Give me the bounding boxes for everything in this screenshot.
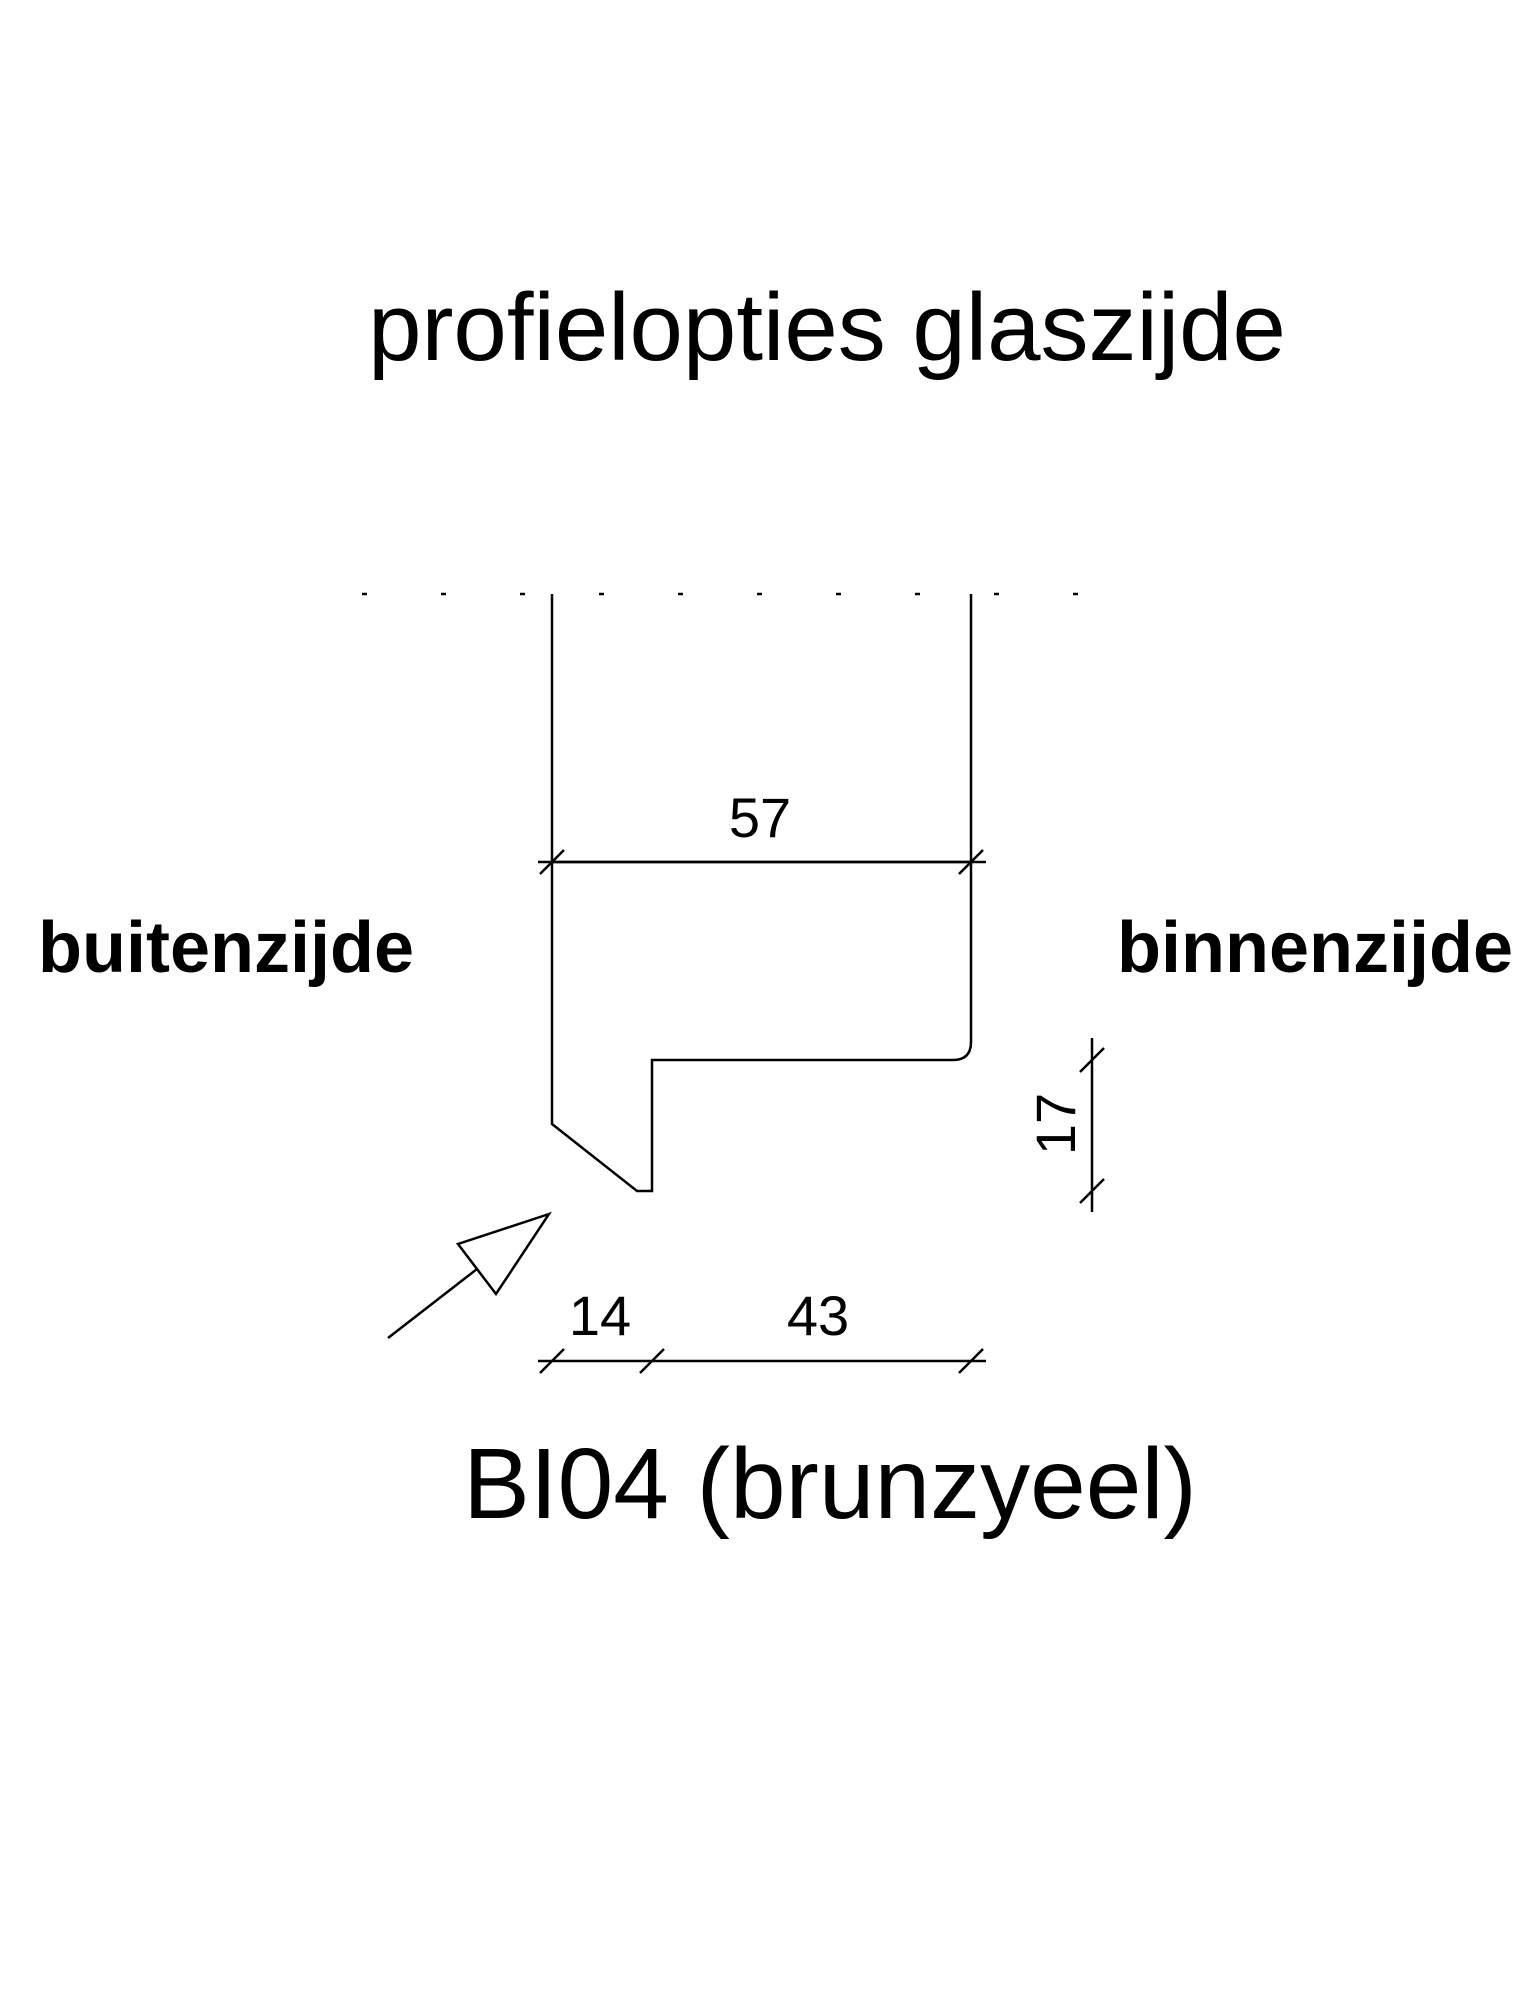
dimension-57-tick-right <box>958 849 984 875</box>
dimension-57-group <box>538 849 986 875</box>
dimension-text-43: 43 <box>786 1284 850 1347</box>
dimension-bottom-tick-middle <box>639 1348 665 1374</box>
dimension-text-57: 57 <box>728 786 792 849</box>
leader-arrow-tail <box>387 1268 478 1339</box>
dimension-bottom-tick-left <box>539 1348 565 1374</box>
dimension-17-tick-bottom <box>1079 1178 1105 1204</box>
profile-outline <box>550 860 973 1193</box>
profile-caption: BI04 (brunzyeel) <box>463 1428 1197 1540</box>
dimension-text-17: 17 <box>1024 1092 1087 1156</box>
dimension-17-tick-top <box>1079 1047 1105 1073</box>
leader-arrow <box>387 1211 553 1339</box>
label-buitenzijde: buitenzijde <box>38 908 414 988</box>
dimension-57-tick-left <box>539 849 565 875</box>
dimension-17-group <box>1079 1038 1105 1212</box>
page-title: profielopties glaszijde <box>368 274 1286 381</box>
dimension-text-14: 14 <box>568 1284 632 1347</box>
label-binnenzijde: binnenzijde <box>1117 908 1513 988</box>
dimension-bottom-tick-right <box>958 1348 984 1374</box>
dimension-bottom-group <box>538 1348 986 1374</box>
leader-arrow-head <box>455 1211 553 1297</box>
